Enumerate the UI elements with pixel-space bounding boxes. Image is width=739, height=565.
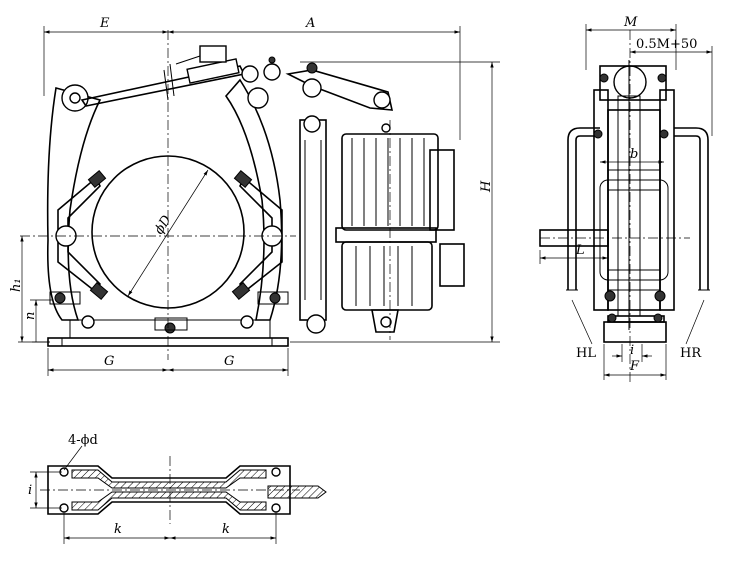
spring-column — [299, 119, 327, 321]
front-view: ϕD — [9, 16, 500, 376]
dim-L-label: L — [575, 243, 585, 258]
dim-k-left-label: k — [114, 522, 122, 537]
dim-h1-label: h₁ — [9, 278, 24, 292]
dim-G-left-label: G — [104, 354, 114, 369]
base-plan-view: 4-ϕd i k k — [28, 433, 327, 544]
label-HL: HL — [576, 346, 596, 361]
label-HR: HR — [680, 346, 702, 361]
dim-b-label: b — [630, 147, 638, 162]
base-outline — [47, 465, 291, 515]
dim-A-label: A — [305, 16, 315, 31]
dim-half-M-label: 0.5M+50 — [636, 37, 697, 52]
label-holes: 4-ϕd — [68, 433, 98, 448]
dim-F-label: F — [629, 359, 640, 374]
dim-H-label: H — [479, 180, 494, 193]
dim-i-base-label: i — [28, 483, 32, 498]
right-brake-arm — [224, 78, 283, 321]
dim-n-label: n — [23, 312, 38, 320]
thruster-motor-box — [429, 149, 455, 231]
adjuster-nut — [199, 45, 227, 63]
dim-E-label: E — [99, 16, 110, 31]
dim-G-right-label: G — [224, 354, 234, 369]
drum-diameter-label: ϕD — [152, 213, 175, 238]
dim-k-right-label: k — [222, 522, 230, 537]
side-base — [603, 321, 667, 343]
left-brake-arm — [46, 86, 102, 321]
dim-i-side-label: i — [630, 343, 634, 358]
side-view: M 0.5M+50 b L HL HR i F — [539, 15, 713, 382]
left-handle — [567, 127, 600, 290]
dim-M-label: M — [623, 15, 638, 30]
right-handle — [674, 127, 709, 290]
